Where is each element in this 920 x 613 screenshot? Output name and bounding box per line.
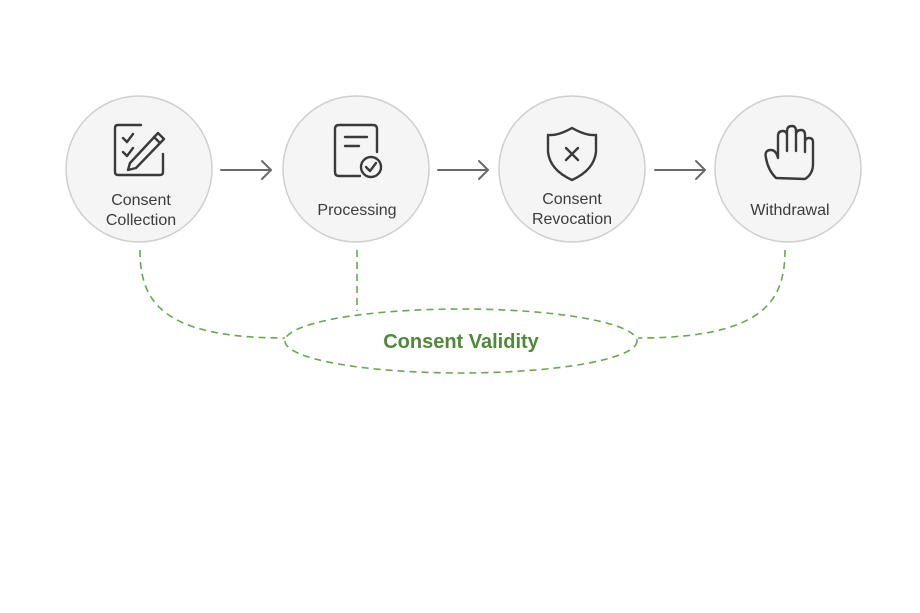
signed-document-pen-icon xyxy=(113,123,166,177)
arrow-collection-to-processing xyxy=(220,160,272,180)
node-consent-collection: Consent Collection xyxy=(65,95,213,243)
node-withdrawal: Withdrawal xyxy=(714,95,862,243)
node-circle xyxy=(65,95,213,243)
connector-withdrawal-validity xyxy=(637,249,786,339)
arrow-revocation-to-withdrawal xyxy=(654,160,706,180)
validity-ellipse xyxy=(284,308,638,374)
document-checkmark-icon xyxy=(333,123,383,179)
node-circle xyxy=(714,95,862,243)
node-label-line-1: Withdrawal xyxy=(750,202,829,219)
node-circle xyxy=(498,95,646,243)
node-label-line-2: Revocation xyxy=(532,211,612,228)
shield-x-icon xyxy=(546,126,598,182)
raised-hand-icon xyxy=(764,124,815,181)
node-label-line-1: Processing xyxy=(317,202,396,219)
validity-connectors: Consent Validity xyxy=(139,249,786,374)
node-processing: Processing xyxy=(282,95,430,243)
connector-collection-validity xyxy=(139,249,286,339)
node-label-line-1: Consent xyxy=(111,192,171,209)
node-label-line-1: Consent xyxy=(542,191,602,208)
validity-label: Consent Validity xyxy=(383,331,539,353)
arrow-processing-to-revocation xyxy=(437,160,489,180)
node-circle xyxy=(282,95,430,243)
node-label-line-2: Collection xyxy=(106,212,176,229)
flow-arrows xyxy=(220,160,706,180)
node-consent-revocation: Consent Revocation xyxy=(498,95,646,243)
